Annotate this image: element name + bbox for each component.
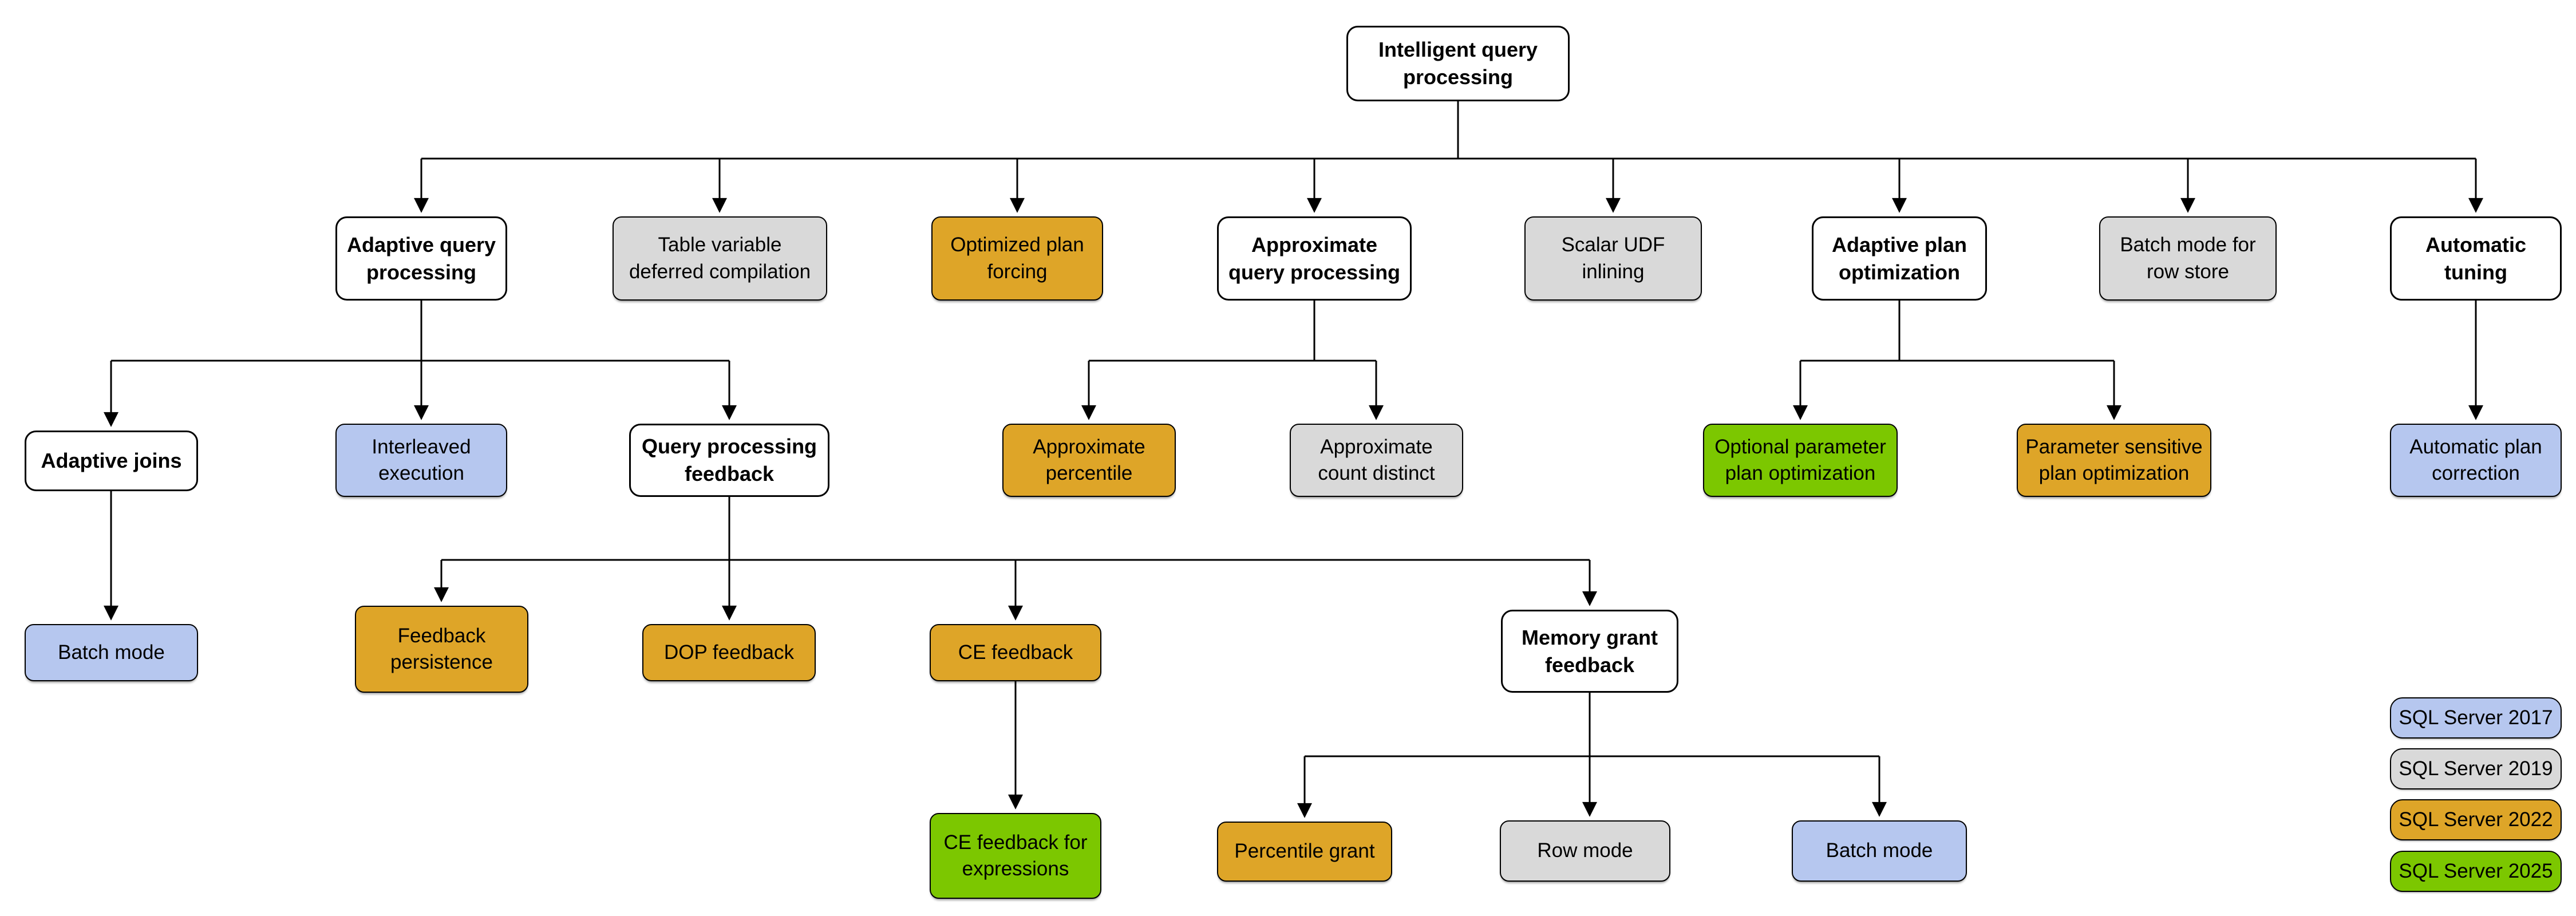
node-interleaved-execution: Interleaved execution <box>335 424 507 497</box>
node-dop-feedback: DOP feedback <box>642 624 816 681</box>
node-scalar-udf-inlining: Scalar UDF inlining <box>1524 216 1702 301</box>
node-query-processing-feedback: Query processing feedback <box>629 424 829 497</box>
node-approximate-query-processing: Approximate query processing <box>1217 216 1412 301</box>
node-ce-feedback-for-expressions: CE feedback for expressions <box>930 813 1101 899</box>
node-automatic-plan-correction: Automatic plan correction <box>2390 424 2562 497</box>
node-batch-mode-memory-grant: Batch mode <box>1792 820 1967 882</box>
node-ce-feedback: CE feedback <box>930 624 1101 681</box>
node-automatic-tuning: Automatic tuning <box>2390 216 2562 301</box>
node-optimized-plan-forcing: Optimized plan forcing <box>931 216 1103 301</box>
node-row-mode: Row mode <box>1500 820 1670 882</box>
node-batch-mode-for-row-store: Batch mode for row store <box>2099 216 2277 301</box>
node-batch-mode-adaptive-joins: Batch mode <box>25 624 198 681</box>
node-approximate-count-distinct: Approximate count distinct <box>1290 424 1463 497</box>
node-adaptive-joins: Adaptive joins <box>25 431 198 491</box>
node-parameter-sensitive-plan-optimization: Parameter sensitive plan optimization <box>2017 424 2211 497</box>
node-table-variable-deferred-compilation: Table variable deferred compilation <box>613 216 827 301</box>
node-memory-grant-feedback: Memory grant feedback <box>1501 610 1678 693</box>
node-approximate-percentile: Approximate percentile <box>1002 424 1176 497</box>
legend-sql-server-2019: SQL Server 2019 <box>2390 748 2562 789</box>
legend-sql-server-2017: SQL Server 2017 <box>2390 697 2562 739</box>
node-adaptive-plan-optimization: Adaptive plan optimization <box>1812 216 1987 301</box>
legend-sql-server-2025: SQL Server 2025 <box>2390 851 2562 892</box>
node-feedback-persistence: Feedback persistence <box>355 606 528 693</box>
node-optional-parameter-plan-optimization: Optional parameter plan optimization <box>1703 424 1898 497</box>
node-adaptive-query-processing: Adaptive query processing <box>335 216 507 301</box>
node-intelligent-query-processing: Intelligent query processing <box>1346 26 1570 101</box>
legend-sql-server-2022: SQL Server 2022 <box>2390 799 2562 840</box>
node-percentile-grant: Percentile grant <box>1217 822 1392 882</box>
